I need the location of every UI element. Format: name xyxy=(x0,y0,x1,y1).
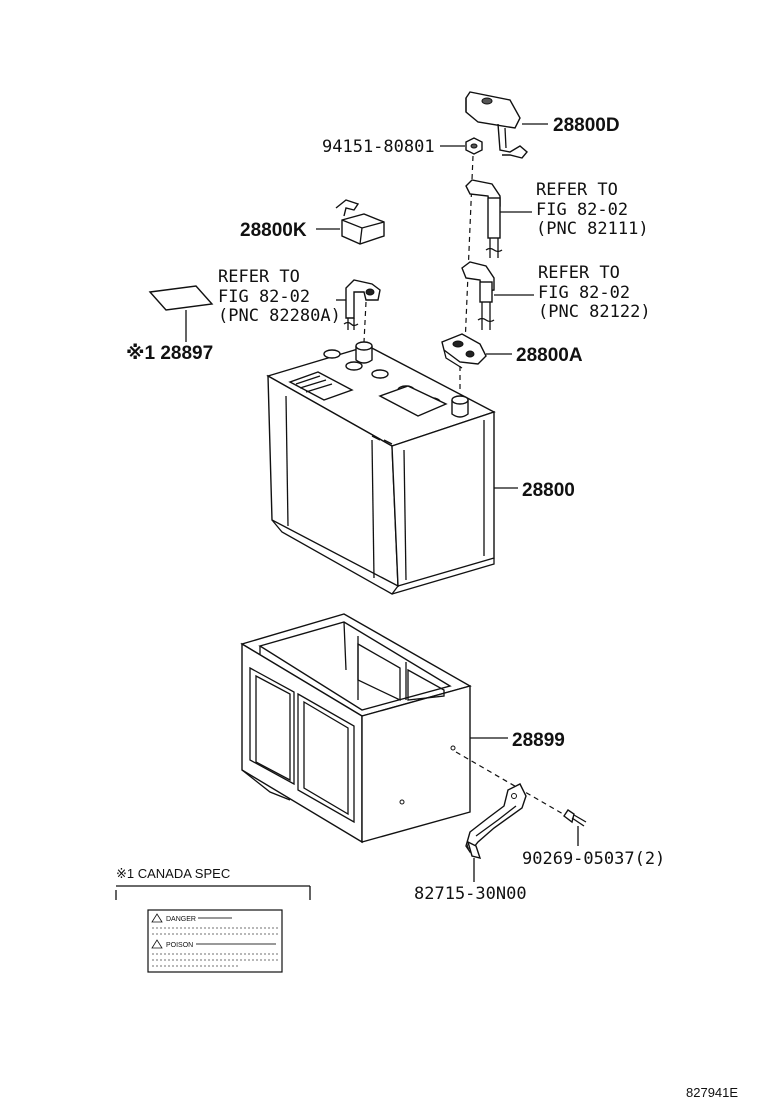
part-number-holder: 28800K xyxy=(240,220,307,241)
part-number-caution-label: ※1 28897 xyxy=(126,343,213,364)
part-number-battery: 28800 xyxy=(522,480,575,501)
figure-id: 827941E xyxy=(686,1085,738,1100)
refer-positive-2: FIG 82-02 xyxy=(536,200,628,220)
terminal-part[interactable] xyxy=(441,333,487,369)
danger-word: DANGER xyxy=(166,916,196,923)
refer-negative-3: (PNC 82122) xyxy=(538,302,651,322)
refer-negative-2: FIG 82-02 xyxy=(538,283,630,303)
part-number-bracket: 82715-30N00 xyxy=(414,884,527,904)
part-number-terminal: 28800A xyxy=(516,345,583,366)
holder-k-part[interactable] xyxy=(335,199,385,245)
part-number-nut: 94151-80801 xyxy=(322,137,435,157)
part-number-tray: 28899 xyxy=(512,730,565,751)
canada-spec-note: ※1 CANADA SPEC xyxy=(116,866,230,881)
battery-cover-part[interactable] xyxy=(465,91,528,159)
refer-positive-3: (PNC 82111) xyxy=(536,219,649,239)
caution-label-part[interactable] xyxy=(148,285,214,311)
refer-clamp-1: REFER TO xyxy=(218,267,300,287)
caution-label-detail: DANGER POISON xyxy=(147,909,283,973)
refer-clamp-3: (PNC 82280A) xyxy=(218,306,341,326)
assembly-line-clamp xyxy=(363,301,367,343)
positive-cable-end-part[interactable] xyxy=(465,179,503,258)
refer-negative-1: REFER TO xyxy=(538,263,620,283)
part-number-bolt: 90269-05037(2) xyxy=(522,849,665,869)
bracket-part[interactable] xyxy=(465,783,527,859)
bolt-part[interactable] xyxy=(563,809,587,827)
canada-spec-bracket xyxy=(115,885,311,900)
clamp-part[interactable] xyxy=(343,279,381,330)
refer-clamp-2: FIG 82-02 xyxy=(218,287,310,307)
refer-positive-1: REFER TO xyxy=(536,180,618,200)
battery-part[interactable] xyxy=(266,341,496,595)
nut-part[interactable] xyxy=(465,137,483,155)
part-number-cover: 28800D xyxy=(553,115,620,136)
poison-word: POISON xyxy=(166,942,193,949)
battery-tray-part[interactable] xyxy=(240,613,472,844)
assembly-line-bolt xyxy=(455,751,571,819)
negative-cable-end-part[interactable] xyxy=(461,261,495,330)
